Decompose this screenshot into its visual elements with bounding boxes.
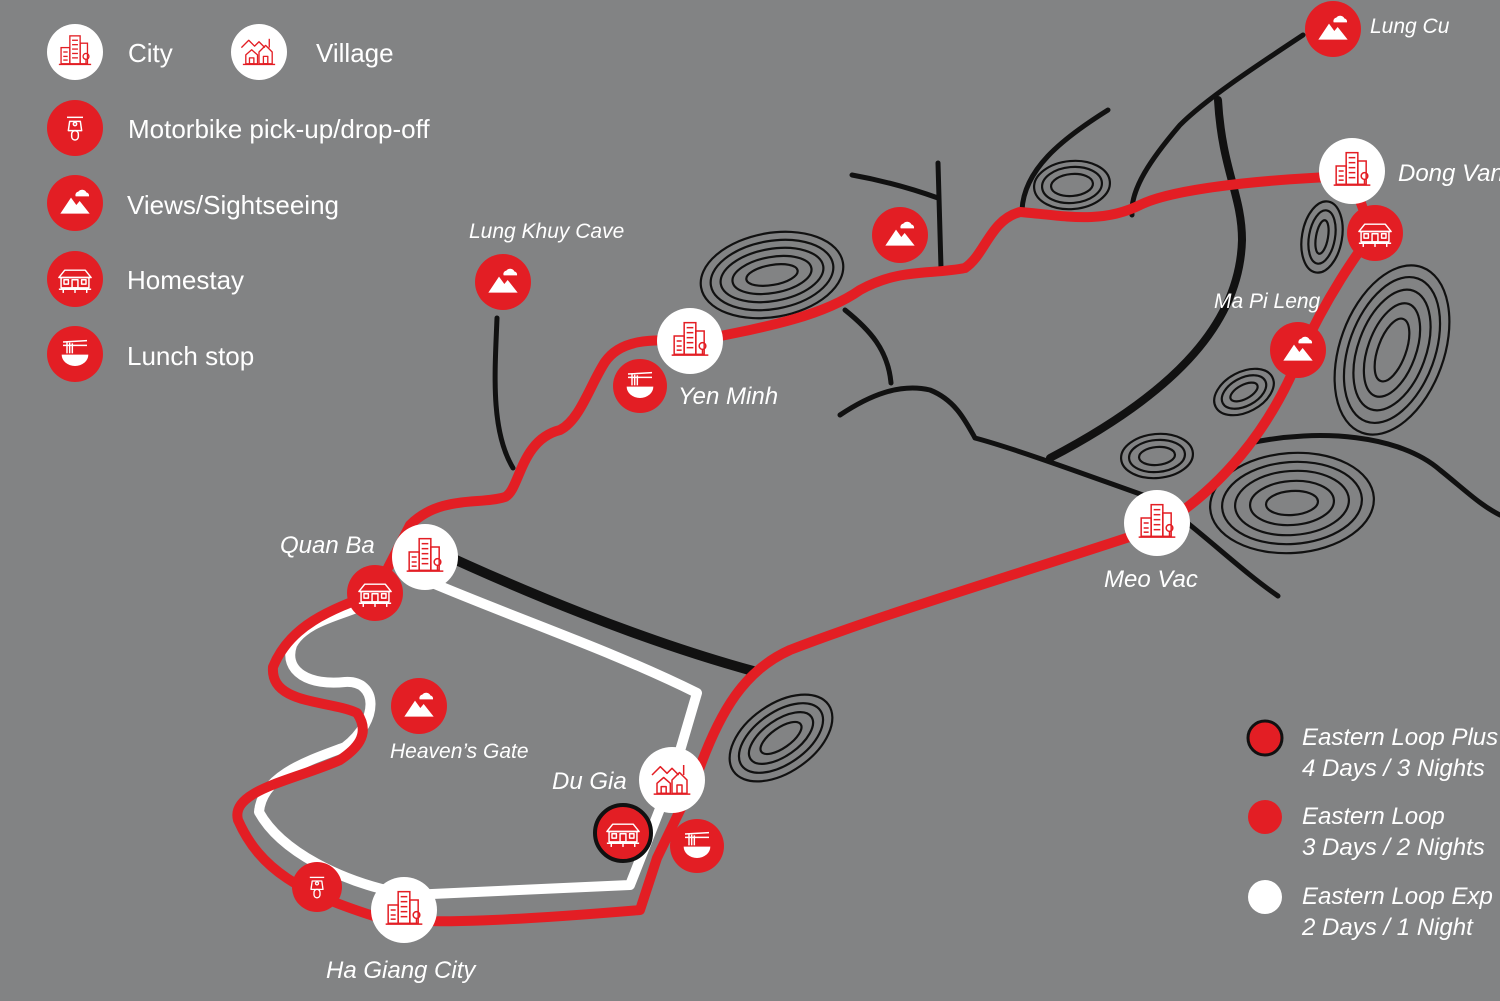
legend-views-label: Views/Sightseeing [127,190,339,220]
village-icon [231,24,287,80]
yen-minh-lunch-marker[interactable] [613,359,667,413]
route-name-exp: Eastern Loop Exp [1302,883,1493,910]
route-dot-loop [1248,800,1282,834]
place-label-meo-vac: Meo Vac [1104,566,1198,593]
roads [425,32,1500,676]
place-label-quan-ba: Quan Ba [280,532,375,559]
legend-village-label: Village [316,38,394,68]
dong-van-homestay-marker[interactable] [1347,205,1403,261]
heavens-gate-views-marker[interactable] [391,678,447,734]
route-duration-exp: 2 Days / 1 Night [1302,914,1473,941]
route-name-loop: Eastern Loop [1302,803,1445,830]
place-label-dong-van: Dong Van [1398,160,1500,187]
lung-cu-views-marker[interactable] [1305,1,1361,57]
dong-van-city-marker[interactable] [1319,138,1385,204]
route-name-plus: Eastern Loop Plus [1302,724,1499,751]
city-icon [47,24,103,80]
route-dot-exp [1248,880,1282,914]
motorbike-icon [47,100,103,156]
yen-minh-city-marker[interactable] [657,308,723,374]
contour-lakes [699,159,1451,783]
route-legend-exp: Eastern Loop Exp 2 Days / 1 Night [1302,881,1493,943]
place-label-ma-pi-leng: Ma Pi Leng [1214,290,1321,313]
ha-giang-city-marker[interactable] [371,877,437,943]
ha-giang-motorbike-marker[interactable] [292,862,342,912]
place-label-du-gia: Du Gia [552,768,627,795]
legend-city-label: City [128,38,173,68]
noodle-bowl-icon [47,326,103,382]
place-label-lung-khuy-cave: Lung Khuy Cave [469,220,625,243]
quan-ba-city-marker[interactable] [392,524,458,590]
views-marker-north[interactable] [872,207,928,263]
place-label-yen-minh: Yen Minh [678,383,779,410]
route-eastern-loop-plus [232,171,1378,927]
quan-ba-homestay-marker[interactable] [347,565,403,621]
legend-homestay-label: Homestay [127,265,245,295]
legend-motorbike-label: Motorbike pick-up/drop-off [128,114,430,144]
du-gia-village-marker[interactable] [639,747,705,813]
homestay-icon [47,251,103,307]
place-label-heavens-gate: Heaven’s Gate [390,740,529,763]
place-label-ha-giang-city: Ha Giang City [326,957,476,984]
lung-khuy-cave-marker[interactable] [475,254,531,310]
route-legend-dots [1246,719,1284,914]
meo-vac-city-marker[interactable] [1124,490,1190,556]
route-legend-plus: Eastern Loop Plus 4 Days / 3 Nights [1302,722,1498,784]
route-duration-loop: 3 Days / 2 Nights [1302,834,1485,861]
route-duration-plus: 4 Days / 3 Nights [1302,755,1485,782]
legend-lunch-label: Lunch stop [127,341,255,371]
du-gia-lunch-marker[interactable] [670,819,724,873]
route-legend-loop: Eastern Loop 3 Days / 2 Nights [1302,801,1485,863]
du-gia-homestay-marker[interactable] [593,803,653,863]
place-label-lung-cu: Lung Cu [1370,15,1450,38]
mountain-view-icon [47,175,103,231]
ma-pi-leng-views-marker[interactable] [1270,322,1326,378]
map-markers [292,1,1403,943]
legend-icons [47,24,287,382]
route-dot-plus [1246,719,1284,757]
